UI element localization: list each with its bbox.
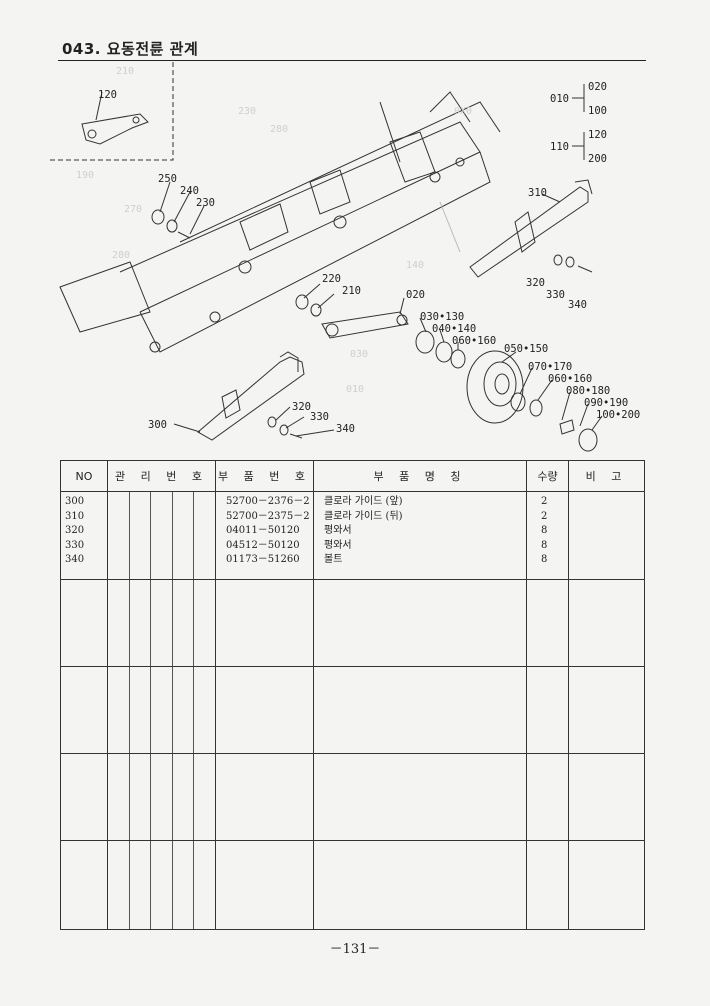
table-block-4	[60, 753, 645, 841]
label-020-top: 020	[588, 81, 607, 93]
table-row-part-name: 평와서	[324, 539, 352, 551]
header-quantity: 수량	[526, 460, 569, 492]
label-110: 110	[550, 141, 569, 153]
label-250: 250	[158, 173, 177, 185]
label-340-right: 340	[568, 299, 587, 311]
label-320-right: 320	[526, 277, 545, 289]
label-120: 120	[98, 89, 117, 101]
part-number-cell: 52700－2376－2 52700－2375－2 04011－50120 04…	[215, 491, 314, 580]
table-row-no: 320	[65, 525, 85, 536]
no-cell: 300 310 320 330 340	[60, 491, 108, 580]
label-080-180: 080•180	[566, 385, 610, 397]
label-120-right: 120	[588, 129, 607, 141]
table-row-part-number: 04512－50120	[226, 539, 300, 551]
label-300: 300	[148, 419, 167, 431]
table-row-quantity: 2	[541, 510, 548, 522]
page-number: －131－	[329, 942, 381, 957]
table-row-no: 300	[65, 496, 85, 507]
table-row-quantity: 8	[541, 539, 548, 551]
label-040-140: 040•140	[432, 323, 476, 335]
header-remark: 비 고	[568, 460, 645, 492]
table-row-part-name: 클로라 가이드 (앞)	[324, 496, 403, 507]
part-labels: 120 250 240 230 010 020 100 110 120 200 …	[98, 81, 640, 435]
table-row-part-number: 01173－51260	[226, 554, 300, 565]
table-row-no: 340	[65, 554, 85, 565]
svg-text:0X0: 0X0	[454, 106, 472, 117]
quantity-cell: 2 2 8 8 8	[526, 491, 569, 580]
svg-text:280: 280	[270, 124, 288, 135]
label-010: 010	[550, 93, 569, 105]
header-part-name: 부 품 명 칭	[313, 460, 527, 492]
svg-text:230: 230	[238, 106, 256, 117]
title-rule	[58, 60, 646, 61]
label-050-150: 050•150	[504, 343, 548, 355]
svg-text:210: 210	[116, 66, 134, 77]
label-060-160-b: 060•160	[548, 373, 592, 385]
table-row-quantity: 8	[541, 554, 548, 565]
label-220: 220	[322, 273, 341, 285]
label-210: 210	[342, 285, 361, 297]
table-block-1: 300 310 320 330 340 52700－2376－2 52700－2…	[60, 491, 645, 580]
label-330-left: 330	[310, 411, 329, 423]
remark-cell	[568, 491, 645, 580]
label-100-200: 100•200	[596, 409, 640, 421]
ghost-labels: 210 230 280 190 270 280 140 030 010 0X0	[76, 66, 472, 395]
label-320-left: 320	[292, 401, 311, 413]
label-020: 020	[406, 289, 425, 301]
page-title: 043. 요동전륜 관계	[62, 40, 199, 58]
label-200: 200	[588, 153, 607, 165]
header-no: NO	[60, 460, 108, 492]
exploded-parts-diagram: 210 230 280 190 270 280 140 030 010 0X0 …	[50, 62, 640, 452]
svg-text:190: 190	[76, 170, 94, 181]
table-row-quantity: 8	[541, 525, 548, 536]
table-row-part-name: 볼트	[324, 554, 343, 565]
label-330-right: 330	[546, 289, 565, 301]
part-name-cell: 클로라 가이드 (앞) 클로라 가이드 (뒤) 평와서 평와서 볼트	[313, 491, 527, 580]
table-block-5	[60, 840, 645, 930]
svg-text:010: 010	[346, 384, 364, 395]
svg-text:030: 030	[350, 349, 368, 360]
table-row-part-name: 클로라 가이드 (뒤)	[324, 510, 403, 522]
table-row-part-name: 평와서	[324, 525, 352, 536]
parts-table: NO 관 리 번 호 부 품 번 호 부 품 명 칭 수량 비 고 300 31…	[60, 460, 645, 930]
header-mgmt-number: 관 리 번 호	[107, 460, 216, 492]
mgmt-cell	[107, 491, 216, 580]
label-030-130: 030•130	[420, 311, 464, 323]
table-row-part-number: 04011－50120	[226, 525, 300, 536]
svg-text:140: 140	[406, 260, 424, 271]
label-090-190: 090•190	[584, 397, 628, 409]
label-070-170: 070•170	[528, 361, 572, 373]
label-100: 100	[588, 105, 607, 117]
table-block-2	[60, 579, 645, 667]
table-row-part-number: 52700－2376－2	[226, 496, 310, 507]
label-240: 240	[180, 185, 199, 197]
table-row-no: 330	[65, 539, 85, 551]
diagram-linework	[50, 62, 603, 452]
table-header-row: NO 관 리 번 호 부 품 번 호 부 품 명 칭 수량 비 고	[60, 460, 645, 492]
table-row-quantity: 2	[541, 496, 548, 507]
label-060-160: 060•160	[452, 335, 496, 347]
svg-text:270: 270	[124, 204, 142, 215]
table-block-3	[60, 666, 645, 754]
label-310: 310	[528, 187, 547, 199]
table-row-part-number: 52700－2375－2	[226, 510, 310, 522]
label-230: 230	[196, 197, 215, 209]
header-part-number: 부 품 번 호	[215, 460, 314, 492]
label-340-left: 340	[336, 423, 355, 435]
table-row-no: 310	[65, 510, 85, 522]
svg-text:280: 280	[112, 250, 130, 261]
